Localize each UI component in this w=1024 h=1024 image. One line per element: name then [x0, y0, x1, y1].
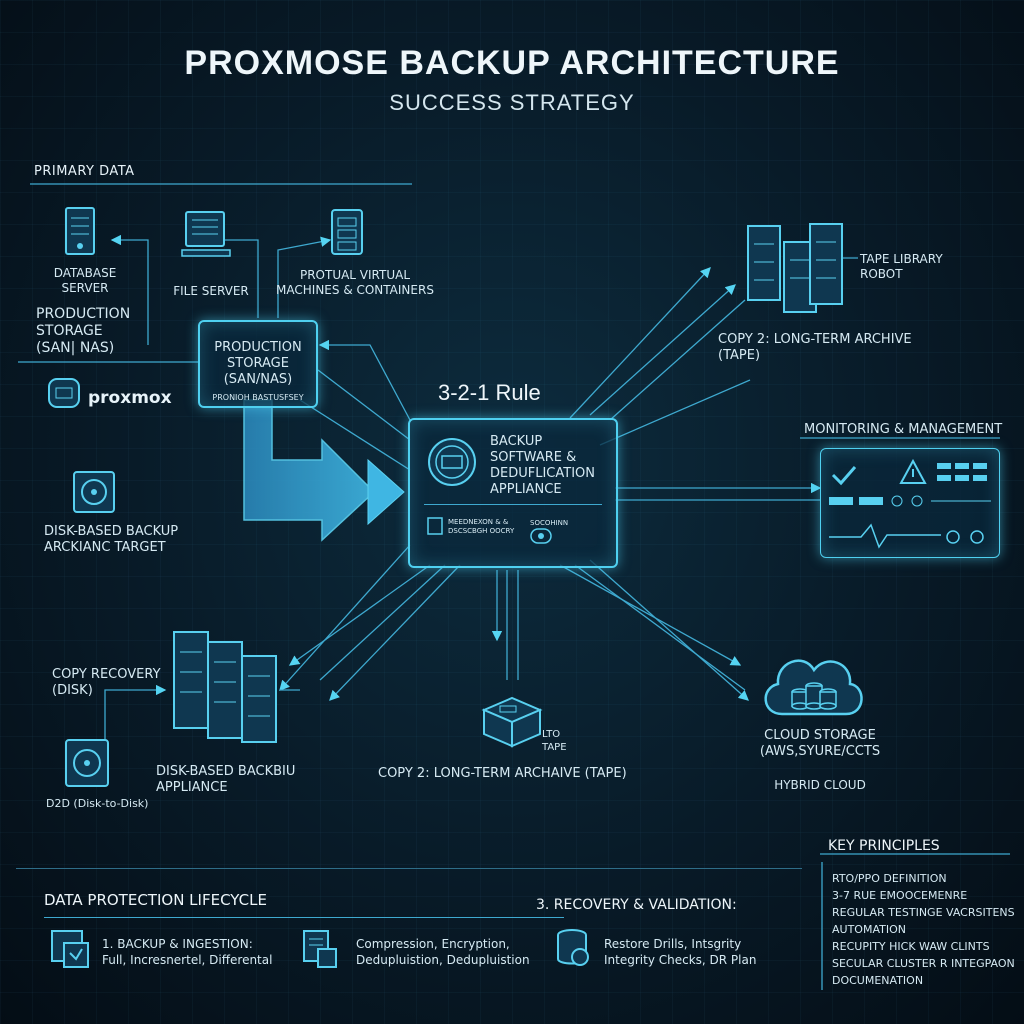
compression-icon [302, 929, 338, 969]
key-principle-item: SECULAR CLUSTER R INTEGPAON [832, 957, 1015, 970]
tape-library-icon [744, 220, 850, 316]
key-principle-item: RECUPITY HICK WAW CLINTS [832, 940, 990, 953]
key-principle-item: RTO/PPO DEFINITION [832, 872, 947, 885]
key-principles-title: KEY PRINCIPLES [828, 838, 940, 854]
lifecycle-item3-sub: Integrity Checks, DR Plan [604, 953, 757, 967]
restore-drills-icon [552, 927, 592, 969]
cloud-storage-icon [756, 640, 868, 722]
disk-appliance-label: DISK-BASED BACKBIU APPLIANCE [156, 764, 296, 795]
production-storage-box: PRODUCTION STORAGE (SAN/NAS) PRONIOH BAS… [198, 320, 318, 408]
hybrid-cloud-label: HYBRID CLOUD [774, 778, 866, 792]
monitoring-heading: MONITORING & MANAGEMENT [804, 422, 1003, 437]
file-server-label: FILE SERVER [173, 284, 249, 298]
key-principle-item: REGULAR TESTINGE VACRSITENS [832, 906, 1015, 919]
lifecycle-stage3: 3. RECOVERY & VALIDATION: [536, 897, 737, 913]
production-storage-subtitle: PRONIOH BASTUSFSEY [212, 393, 304, 402]
production-storage-title: PRODUCTION STORAGE (SAN/NAS) [214, 340, 302, 387]
lto-tape-label: LTO TAPE [542, 729, 567, 753]
d2d-disk-icon [64, 738, 110, 788]
copy2-archive-bottom-label: COPY 2: LONG-TERM ARCHAIVE (TAPE) [378, 766, 627, 781]
appliance-divider [424, 504, 602, 505]
rule-321-label: 3-2-1 Rule [438, 380, 541, 405]
file-server-icon [180, 210, 236, 260]
page-title: PROXMOSE BACKUP ARCHITECTURE [184, 44, 840, 82]
lifecycle-item2-sub: Dedupluistion, Dedupluistion [356, 953, 530, 967]
backup-appliance-icon [426, 436, 478, 488]
lifecycle-item1-sub: Full, Incresnertel, Differental [102, 953, 273, 967]
database-server-label: DATABASE SERVER [53, 266, 117, 295]
settings-icon [530, 528, 552, 544]
key-principle-item: DOCUMENATION [832, 974, 924, 987]
lifecycle-divider [44, 917, 564, 918]
key-principle-item: 3-7 RUE EMOOCEMENRE [832, 889, 968, 902]
virtual-machines-label: PROTUAL VIRTUAL MACHINES & CONTAINERS [276, 268, 434, 297]
copy-recovery-label: COPY RECOVERY (DISK) [52, 667, 161, 698]
backup-ingestion-icon [50, 929, 90, 969]
lifecycle-item1-title: 1. BACKUP & INGESTION: [102, 937, 253, 951]
virtual-machines-icon [328, 208, 368, 258]
lifecycle-item3-title: Restore Drills, Intsgrity [604, 937, 742, 951]
disk-target-icon [72, 470, 116, 514]
key-principles-list: RTO/PPO DEFINITION 3-7 RUE EMOOCEMENRE R… [832, 870, 1018, 989]
monitoring-dashboard [820, 448, 1000, 558]
lifecycle-title: DATA PROTECTION LIFECYCLE [44, 891, 267, 909]
backup-appliance-box: BACKUP SOFTWARE & DEDUFLICATION APPLIANC… [408, 418, 618, 568]
lifecycle-panel: DATA PROTECTION LIFECYCLE 3. RECOVERY & … [16, 868, 802, 1005]
lifecycle-item2-title: Compression, Encryption, [356, 937, 510, 951]
disk-target-label: DISK-BASED BACKUP ARCKIANC TARGET [44, 524, 179, 555]
d2d-label: D2D (Disk-to-Disk) [46, 797, 149, 810]
backup-appliance-title: BACKUP SOFTWARE & DEDUFLICATION APPLIANC… [490, 434, 595, 497]
database-server-icon [62, 206, 102, 256]
proxmox-logo-icon [46, 376, 82, 410]
copy2-archive-right-label: COPY 2: LONG-TERM ARCHIVE (TAPE) [718, 332, 912, 363]
page-subtitle: SUCCESS STRATEGY [389, 90, 635, 115]
dedup-icon [426, 516, 444, 536]
production-storage-left-label: PRODUCTION STORAGE (SAN| NAS) [36, 306, 131, 356]
appliance-sub-left: MEEDNEXON & & DSCSCBGH OOCRY [448, 518, 515, 535]
proxmox-brand: proxmox [88, 388, 172, 408]
cloud-storage-label: CLOUD STORAGE (AWS,SYURE/CCTS [759, 728, 881, 759]
lto-tape-icon [478, 690, 544, 752]
tape-library-label: TAPE LIBRARY ROBOT [860, 252, 943, 281]
primary-data-heading: PRIMARY DATA [34, 164, 135, 179]
appliance-sub-right: SOCOHINN [530, 519, 569, 527]
key-principle-item: AUTOMATION [832, 923, 906, 936]
disk-appliance-servers-icon [172, 628, 282, 744]
